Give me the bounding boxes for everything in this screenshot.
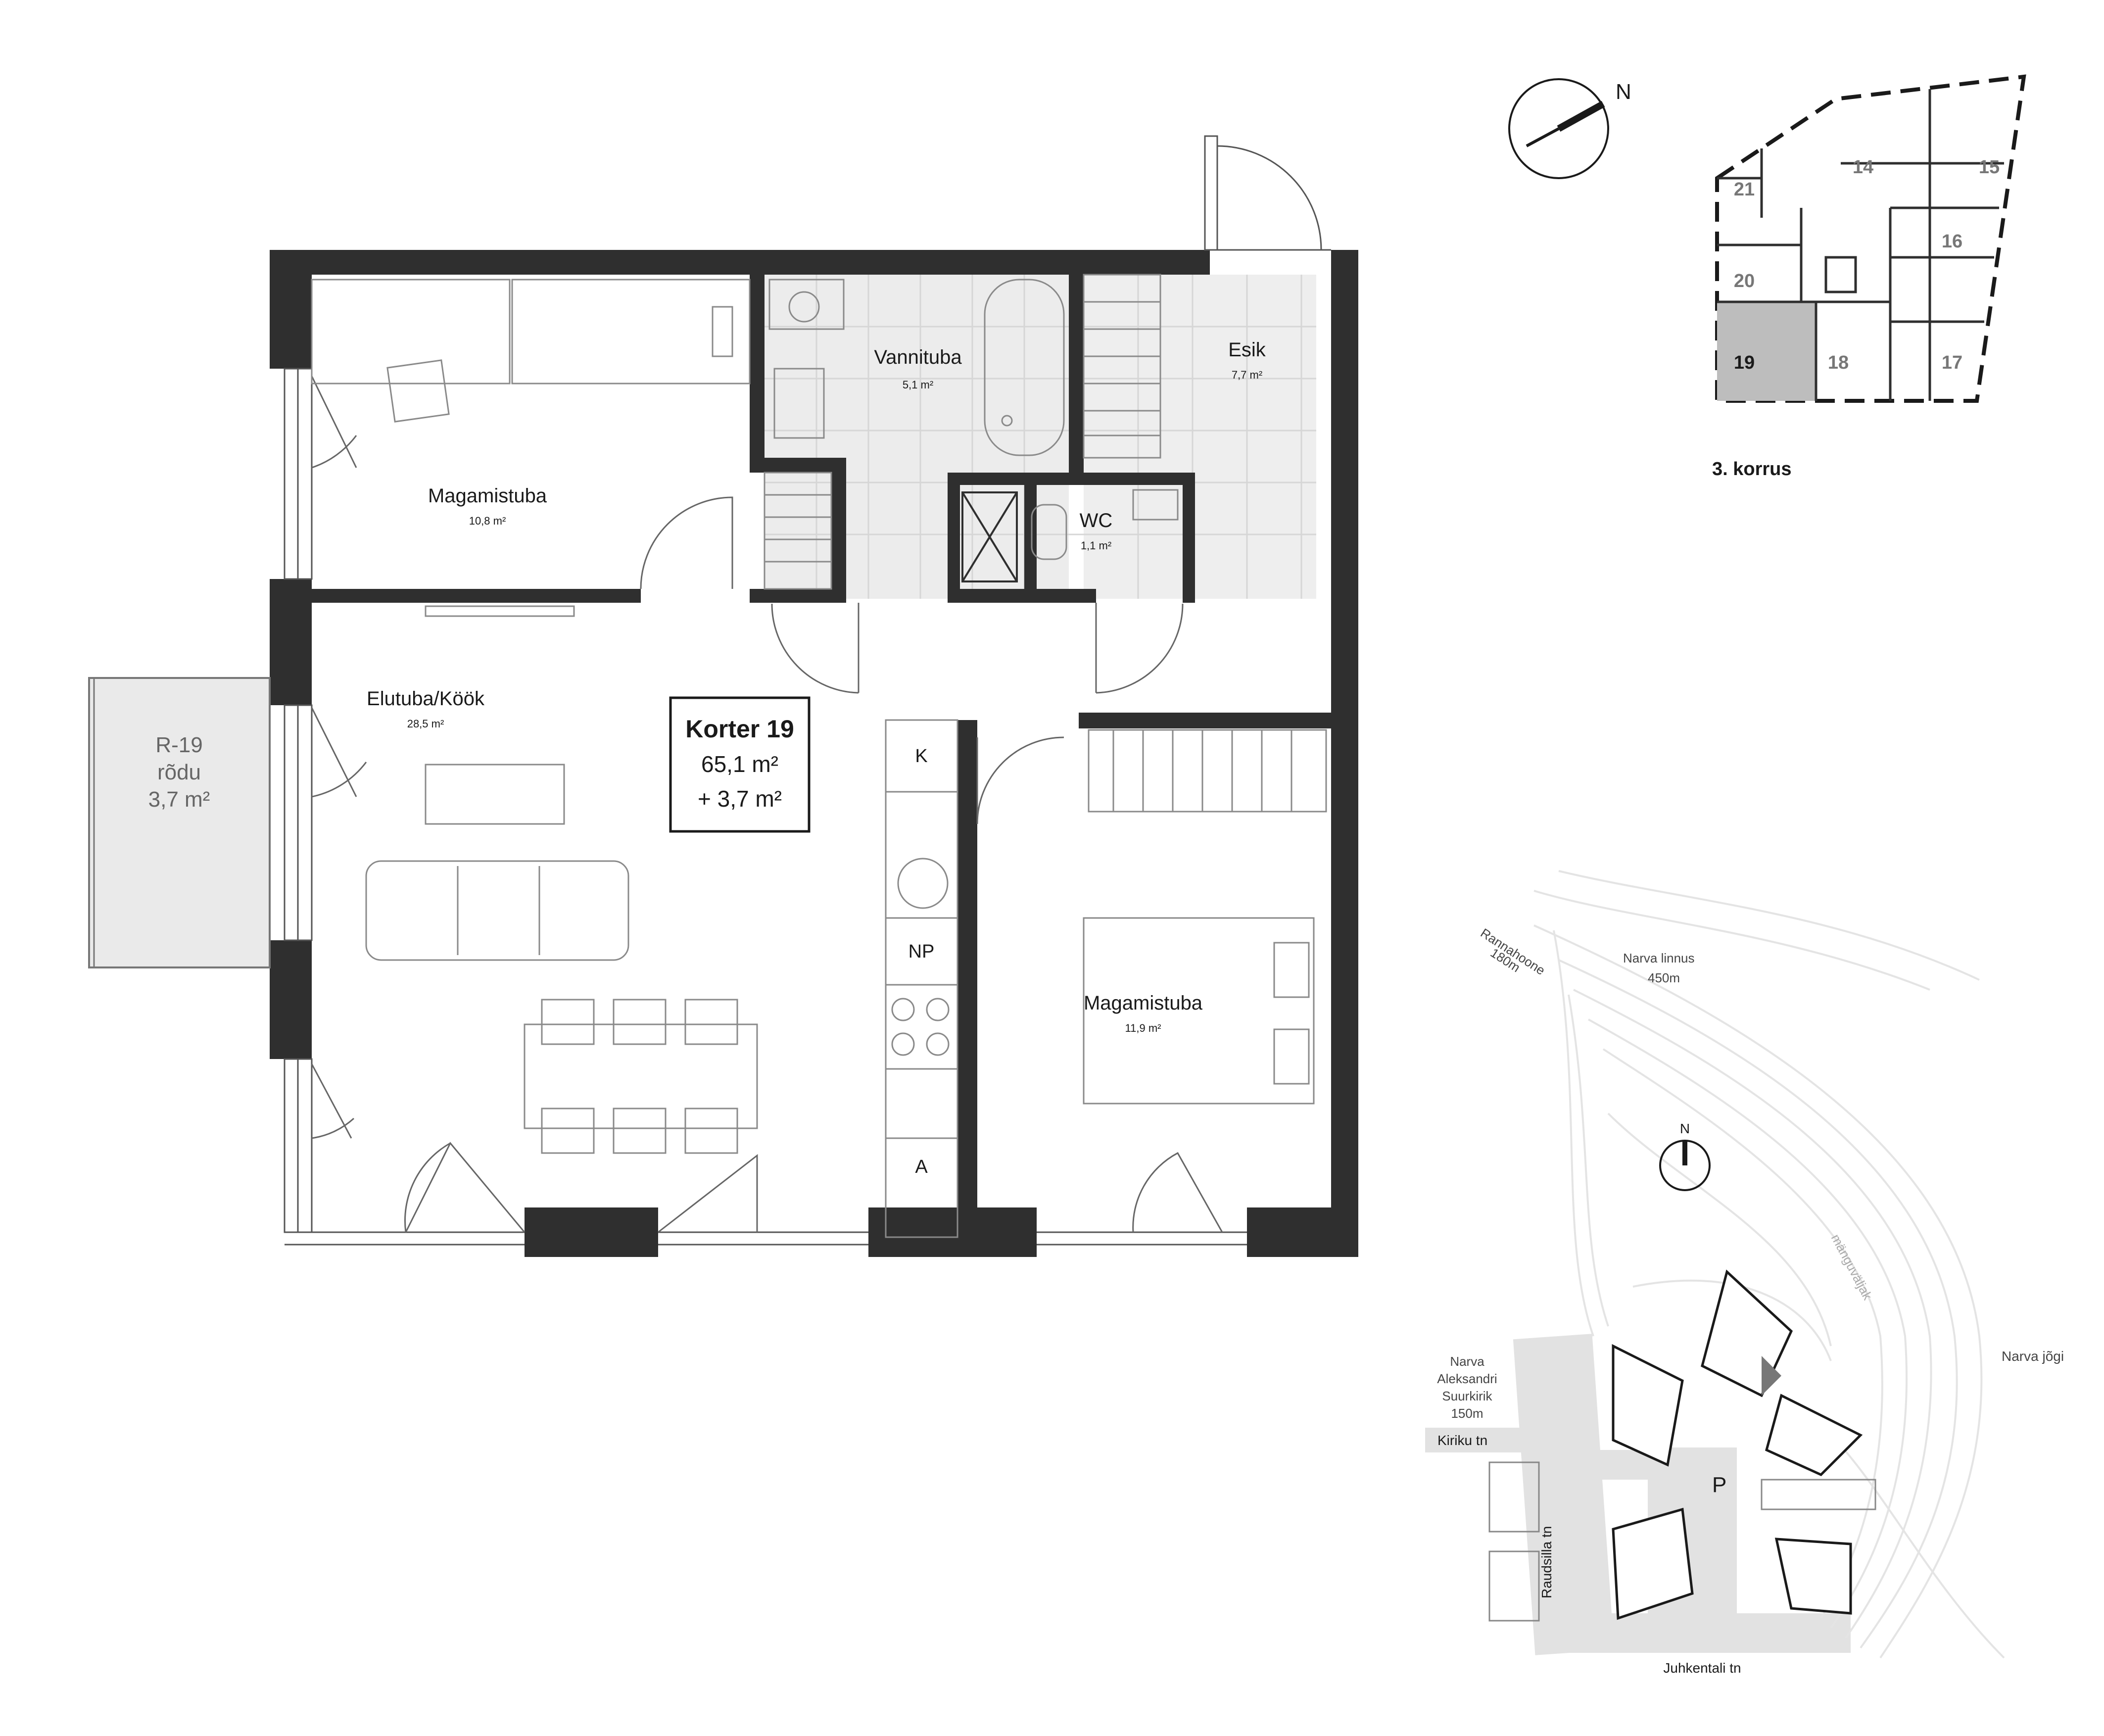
siteplan-label-church-dist: 150m: [1451, 1406, 1483, 1421]
entrance-door: [1204, 135, 1331, 251]
keyplan-unit-17: 17: [1942, 352, 1962, 373]
furniture: [311, 274, 1327, 1238]
siteplan-label-linnus: Narva linnus: [1623, 951, 1695, 965]
exterior-walls: [270, 250, 1358, 1257]
room-name-hall: Esik: [1228, 339, 1266, 361]
siteplan-label-street-juhkentali: Juhkentali tn: [1663, 1660, 1741, 1676]
siteplan-compass-label: N: [1680, 1121, 1690, 1136]
room-name-wc: WC: [1080, 510, 1113, 531]
keyplan-unit-14: 14: [1853, 157, 1873, 178]
siteplan-label-linnus-dist: 450m: [1648, 970, 1680, 985]
balcony-area: 3,7 m²: [148, 787, 210, 812]
floor-plan: Magamistuba 10,8 m² Vannituba 5,1 m² Esi…: [88, 135, 1358, 1257]
room-area-bedroom1: 10,8 m²: [469, 515, 506, 527]
siteplan-label-parking: P: [1712, 1473, 1726, 1497]
keyplan-unit-21: 21: [1734, 179, 1755, 200]
room-area-hall: 7,7 m²: [1232, 369, 1262, 381]
keyplan-floor-label: 3. korrus: [1712, 459, 1792, 480]
room-labels: Magamistuba 10,8 m² Vannituba 5,1 m² Esi…: [367, 339, 1266, 1034]
kitchen-label-np: NP: [909, 941, 935, 962]
kitchen-label-k: K: [915, 746, 927, 767]
door-swings: [311, 376, 1223, 1233]
room-area-living: 28,5 m²: [407, 718, 444, 730]
keyplan-unit-15: 15: [1979, 157, 2000, 178]
siteplan-label-street-kiriku: Kiriku tn: [1437, 1433, 1487, 1448]
keyplan-unit-20: 20: [1734, 271, 1755, 291]
balcony-labels: R-19 rõdu 3,7 m²: [148, 733, 210, 812]
apartment-summary-box: Korter 19 65,1 m² + 3,7 m²: [669, 696, 811, 833]
keyplan-unit-16: 16: [1942, 231, 1962, 252]
room-name-living: Elutuba/Köök: [367, 688, 485, 710]
balcony-code: R-19: [155, 733, 202, 757]
kitchen-label-a: A: [915, 1157, 928, 1177]
keyplan-unit-18: 18: [1828, 352, 1849, 373]
room-name-bedroom2: Magamistuba: [1084, 992, 1203, 1014]
room-area-wc: 1,1 m²: [1081, 539, 1111, 552]
room-area-bedroom2: 11,9 m²: [1125, 1022, 1161, 1034]
site-plan: N Rannahoone 180m Narva linnus 450m mäng…: [1425, 870, 2064, 1676]
apartment-area-main: 65,1 m²: [701, 751, 778, 777]
room-area-bath: 5,1 m²: [903, 379, 933, 391]
compass: N: [1508, 78, 1631, 179]
siteplan-label-church-1: Narva: [1450, 1354, 1484, 1369]
key-plan: 21 14 15 16 20 19 18 17 3. korrus: [1712, 74, 2026, 480]
balcony: [88, 677, 271, 968]
balcony-name: rõdu: [157, 760, 201, 784]
keyplan-unit-19: 19: [1734, 352, 1755, 373]
room-name-bath: Vannituba: [874, 346, 962, 368]
compass-north-label: N: [1616, 80, 1631, 104]
kitchen-labels: K NP A: [909, 746, 935, 1177]
siteplan-label-church-3: Suurkirik: [1442, 1389, 1492, 1403]
apartment-title: Korter 19: [685, 715, 794, 743]
siteplan-label-river: Narva jõgi: [2002, 1349, 2064, 1364]
apartment-area-extra: + 3,7 m²: [698, 786, 782, 812]
siteplan-label-street-raudsilla: Raudsilla tn: [1539, 1526, 1554, 1598]
siteplan-label-church-2: Aleksandri: [1437, 1371, 1497, 1386]
interior-walls: [312, 275, 1331, 1237]
room-name-bedroom1: Magamistuba: [428, 485, 547, 507]
